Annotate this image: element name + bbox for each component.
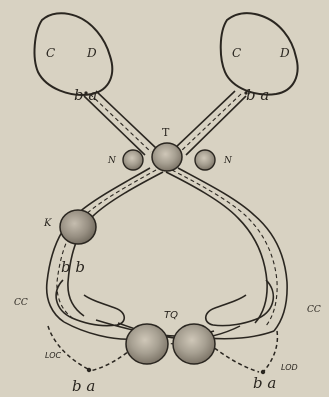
tq-left-lobe (126, 324, 168, 364)
right-eye-d-label: D (279, 46, 290, 60)
left-upper-point (84, 91, 87, 94)
cc-left-label: CC (14, 298, 28, 308)
bottom-right-dashed-b (209, 344, 259, 372)
right-nerve-outer-line (186, 96, 246, 155)
left-eye: C D b a (35, 13, 113, 104)
t-nucleus (152, 143, 182, 171)
left-tract-outer (47, 168, 150, 322)
tq-label: TQ (164, 310, 178, 321)
bottom-right-ba-label: b a (253, 374, 276, 392)
left-eye-ba-label: b a (74, 86, 97, 104)
right-upper-point (244, 91, 247, 94)
right-nerve-inner-line (174, 91, 235, 149)
bottom-left-dashed-a (48, 326, 88, 369)
right-nerve-dash (180, 94, 241, 152)
bottom-right-point (261, 370, 265, 374)
t-label: T (162, 126, 170, 139)
left-nerve-dash (90, 94, 151, 152)
left-nerve-outer-line (84, 96, 145, 155)
right-loop-tail (206, 280, 274, 326)
bottom-left-point (87, 368, 91, 372)
left-loop-tail (56, 280, 124, 326)
right-eye-c-label: C (232, 46, 241, 60)
bottom-right-dashed-a (264, 331, 277, 371)
right-eye: C D b a (221, 13, 298, 104)
left-tract-dash-a (57, 170, 156, 319)
right-eye-ba-label: b a (246, 86, 269, 104)
cc-right-label: CC (307, 305, 321, 315)
k-nucleus (60, 210, 96, 244)
n-left-nucleus (123, 150, 143, 170)
nuclei: T N N K b b TQ (43, 126, 233, 364)
left-eye-d-label: D (86, 46, 97, 60)
n-right-label: N (223, 156, 233, 166)
k-label: K (43, 218, 52, 229)
n-right-nucleus (195, 150, 215, 170)
loc-label: LOC (45, 351, 62, 360)
lod-label: LOD (281, 363, 298, 372)
bb-label: b b (61, 258, 85, 276)
left-eye-c-label: C (46, 46, 55, 60)
n-left-label: N (107, 156, 117, 166)
bottom-left-ba-label: b a (72, 377, 95, 395)
tq-right-lobe (173, 324, 215, 364)
left-nerve-inner-line (96, 91, 157, 149)
terminal-points (84, 91, 265, 374)
chiasm-and-tracts (47, 168, 287, 331)
